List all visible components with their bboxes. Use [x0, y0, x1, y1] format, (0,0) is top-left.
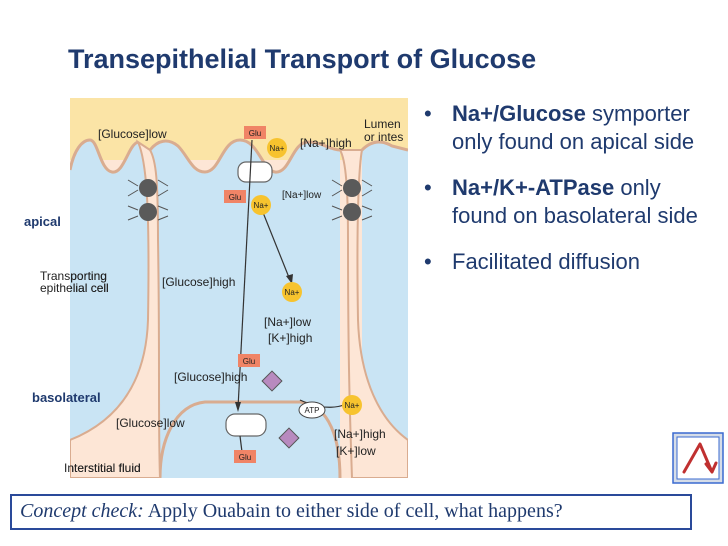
glu-box-lumen	[244, 126, 266, 139]
na-ion-lumen	[267, 138, 287, 158]
na-ion-interstitial	[342, 395, 362, 415]
interstitial-label: Interstitial fluid	[64, 461, 141, 475]
atp-icon	[298, 401, 326, 419]
concept-check-lead: Concept check:	[20, 500, 144, 522]
na-ion-cell-top	[251, 195, 271, 215]
na-label: Na+	[345, 401, 360, 410]
na-label: Na+	[270, 144, 285, 153]
glu-label: Glu	[243, 357, 255, 366]
concept-check-text: Apply Ouabain to either side of cell, wh…	[143, 500, 563, 522]
conc-na-high-lumen: [Na+]high	[300, 136, 352, 150]
glu-box-interstitial	[234, 450, 256, 463]
conc-k-high-cell-mid: [K+]high	[268, 331, 312, 345]
na-label: Na+	[285, 288, 300, 297]
conc-na-low-cell-top: [Na+]low	[282, 190, 322, 201]
bullet-text: symporter only found on apical side	[452, 101, 695, 154]
conc-na-high-interstitial: [Na+]high	[334, 427, 386, 441]
conc-k-low-interstitial: [K+]low	[336, 444, 376, 458]
bullet-symporter: • Na+/Glucose symporter only found on ap…	[420, 100, 720, 156]
bullet-glyph: •	[424, 101, 432, 126]
bullet-strong: Na+/K+-ATPase	[452, 175, 615, 200]
apical-label: apical	[24, 214, 61, 229]
apical-membrane	[70, 138, 408, 174]
bullet-text: only found on basolateral side	[452, 175, 698, 228]
transporting-label-2: epithelial cell	[40, 281, 109, 295]
glu-label: Glu	[239, 453, 251, 462]
tight-junctions	[127, 179, 373, 221]
transporting-label: Transporting	[40, 269, 107, 283]
pump-diamond-icon	[278, 427, 300, 449]
lumen-label: Lumen	[364, 117, 401, 131]
pump-diamond-icon	[261, 370, 283, 392]
glucose-exit-arrow	[239, 435, 243, 453]
conc-glucose-high-cell-top: [Glucose]high	[162, 275, 235, 289]
na-label: Na+	[254, 201, 269, 210]
glu-label: Glu	[249, 129, 261, 138]
na-path-arrow	[261, 209, 291, 281]
glu-box-cell-bottom	[238, 354, 260, 367]
slide-title: Transepithelial Transport of Glucose	[68, 44, 537, 74]
concept-check-box: Concept check: Apply Ouabain to either s…	[10, 494, 692, 530]
bullet-glyph: •	[424, 175, 432, 200]
transporting-label: Transporting	[40, 269, 107, 283]
interstitial-label: Interstitial fluid	[64, 461, 141, 475]
conc-na-low-cell-mid: [Na+]low	[264, 315, 311, 329]
conc-glucose-high-cell-bottom: [Glucose]high	[174, 370, 247, 384]
conc-glucose-low-lumen: [Glucose]low	[98, 127, 167, 141]
glu-label: Glu	[229, 193, 241, 202]
bullet-strong: Na+/Glucose	[452, 101, 586, 126]
atp-label: ATP	[305, 406, 320, 415]
cell-center	[150, 140, 340, 478]
basolateral-label: basolateral	[32, 390, 101, 405]
lumen-label-2: or intes	[364, 130, 403, 144]
bullet-list: • Na+/Glucose symporter only found on ap…	[420, 100, 720, 294]
bullet-text: Facilitated diffusion	[452, 249, 640, 274]
bullet-facilitated: • Facilitated diffusion	[420, 248, 720, 276]
basolateral-membrane	[158, 400, 342, 478]
glut-transporter-icon	[225, 413, 267, 437]
bullet-atpase: • Na+/K+-ATPase only found on basolatera…	[420, 174, 720, 230]
glu-box-cell-top	[224, 190, 246, 203]
bullet-glyph: •	[424, 249, 432, 274]
transporting-label-2: epithelial cell	[40, 281, 109, 295]
symporter-icon	[237, 161, 273, 183]
conc-glucose-low-interstitial: [Glucose]low	[116, 416, 185, 430]
return-arrow-icon[interactable]	[672, 432, 724, 484]
lateral-space-left	[70, 139, 162, 478]
na-ion-cell-mid	[282, 282, 302, 302]
